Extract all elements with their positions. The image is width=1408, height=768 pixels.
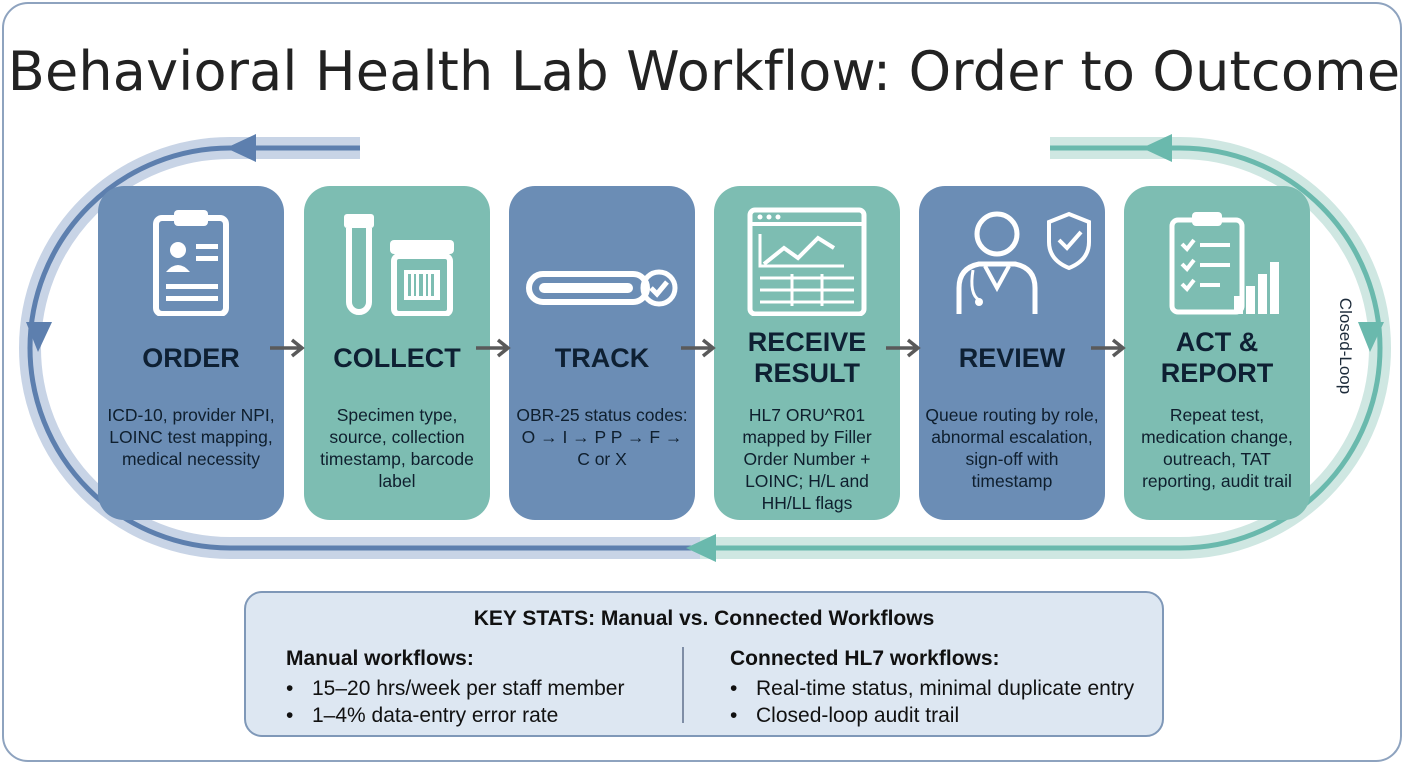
step-name: COLLECT (333, 343, 461, 373)
column-divider (682, 647, 684, 723)
step-card-receive-result: RECEIVE RESULT HL7 ORU^R01 mapped by Fil… (714, 186, 900, 520)
step-card-review: REVIEW Queue routing by role, abnormal e… (919, 186, 1105, 520)
clipboard-patient-icon (153, 210, 229, 316)
manual-workflows-column: Manual workflows: •15–20 hrs/week per st… (286, 647, 624, 729)
step-description: OBR-25 status codes: O → I → P P → F → C… (516, 405, 688, 469)
specimen-tube-cup-icon (344, 214, 454, 316)
step-name: ACT & REPORT (1160, 327, 1274, 388)
list-item: •Real-time status, minimal duplicate ent… (730, 677, 1135, 700)
list-item: •1–4% data-entry error rate (286, 704, 559, 727)
arrow-right-icon (886, 338, 921, 358)
step-description: HL7 ORU^R01 mapped by Filler Order Numbe… (742, 405, 872, 513)
key-stats-panel: KEY STATS: Manual vs. Connected Workflow… (244, 591, 1164, 737)
step-description: Repeat test, medication change, outreach… (1141, 405, 1293, 491)
arrow-right-icon (681, 338, 716, 358)
progress-bar-check-icon (526, 269, 678, 307)
connected-workflows-column: Connected HL7 workflows: •Real-time stat… (730, 647, 1134, 729)
step-card-order: ORDER ICD-10, provider NPI, LOINC test m… (98, 186, 284, 520)
stats-title: KEY STATS: Manual vs. Connected Workflow… (473, 607, 935, 630)
page-title: Behavioral Health Lab Workflow: Order to… (7, 40, 1401, 103)
list-item: •15–20 hrs/week per staff member (286, 677, 625, 700)
clinician-shield-icon (956, 211, 1091, 314)
manual-heading: Manual workflows: (286, 647, 474, 670)
connected-heading: Connected HL7 workflows: (730, 647, 1000, 670)
step-card-collect: COLLECT Specimen type, source, collectio… (304, 186, 490, 520)
closed-loop-label: Closed-Loop (1336, 297, 1355, 395)
arrow-right-icon (476, 338, 511, 358)
step-name: RECEIVE RESULT (747, 327, 867, 388)
result-dashboard-icon (747, 207, 867, 316)
step-description: ICD-10, provider NPI, LOINC test mapping… (107, 405, 275, 469)
step-description: Specimen type, source, collection timest… (320, 405, 474, 491)
step-name: TRACK (554, 343, 650, 373)
list-item: •Closed-loop audit trail (730, 704, 960, 727)
step-card-track: TRACK OBR-25 status codes: O → I → P P →… (509, 186, 695, 520)
step-card-act-report: ACT & REPORT Repeat test, medication cha… (1124, 186, 1310, 520)
step-name: REVIEW (958, 343, 1066, 373)
checklist-chart-icon (1169, 212, 1279, 315)
arrow-right-icon (270, 338, 305, 358)
step-name: ORDER (142, 343, 240, 373)
step-description: Queue routing by role, abnormal escalati… (925, 405, 1099, 491)
arrow-right-icon (1091, 338, 1126, 358)
